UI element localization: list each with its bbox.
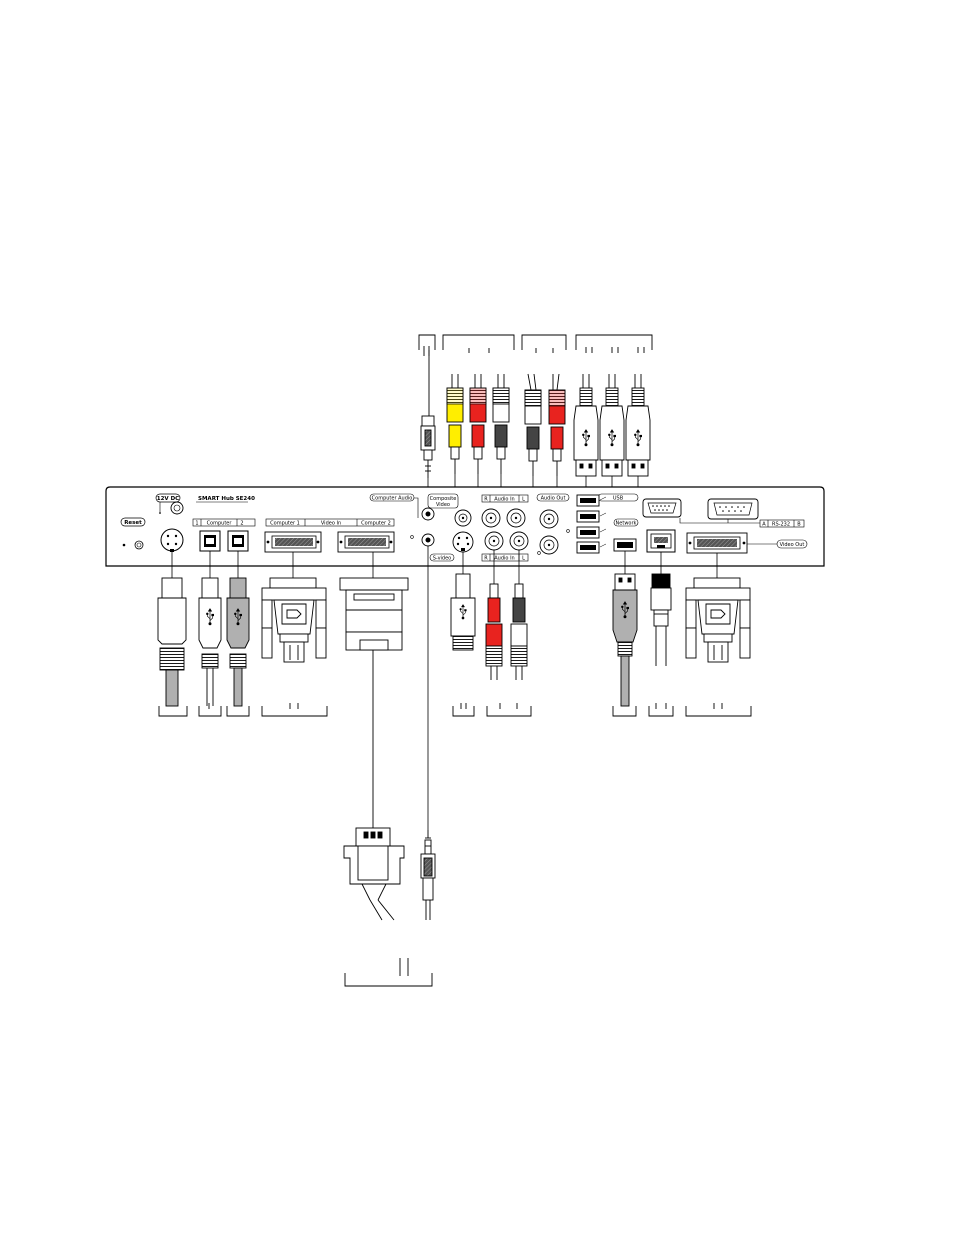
usb-b-plug-1 xyxy=(198,577,222,706)
s-video-plug xyxy=(450,573,476,651)
usb-a-plug-bottom xyxy=(612,573,638,707)
lower-bracket xyxy=(344,958,433,987)
usb-a-plug-1 xyxy=(573,387,599,477)
usb-a-plug-2 xyxy=(599,387,625,477)
dvi-plug-video-out xyxy=(685,577,751,663)
dvi-to-vga-adapter xyxy=(339,577,409,828)
top-brackets xyxy=(418,334,653,356)
svg-text:L: L xyxy=(522,556,525,562)
power-plug xyxy=(157,577,187,707)
reset-button[interactable] xyxy=(122,543,126,547)
rca-plug-yellow-top xyxy=(446,387,464,474)
computer-audio-label: Computer Audio xyxy=(372,496,413,502)
rca-plug-white-bottom xyxy=(510,583,528,680)
svg-text:R: R xyxy=(484,556,488,562)
rca-plug-white-audio-out xyxy=(524,389,542,476)
hub-back-panel: Reset 12V DC SMART Hub SE240 1 Computer … xyxy=(105,486,825,567)
power-label: 12V DC xyxy=(157,496,179,502)
rca-plug-white-top xyxy=(492,387,510,474)
reset-label-box xyxy=(120,517,146,527)
svg-text:R: R xyxy=(484,497,488,503)
power-port[interactable] xyxy=(160,528,184,552)
svg-text:Video In: Video In xyxy=(321,521,341,527)
usb-label: USB xyxy=(613,496,624,502)
reset-label: Reset xyxy=(124,520,142,526)
power-jack[interactable] xyxy=(170,501,184,515)
stereo-plug-top xyxy=(420,415,436,478)
top-cords xyxy=(428,350,642,416)
vga-plug xyxy=(343,827,405,921)
svg-text:2: 2 xyxy=(240,521,243,527)
svg-text:Computer: Computer xyxy=(207,521,233,527)
svg-text:L: L xyxy=(522,497,525,503)
stereo-plug-bottom xyxy=(420,830,436,920)
usb-b-plug-2 xyxy=(226,577,250,707)
bottom-connection-lines xyxy=(171,546,718,830)
svg-text:B: B xyxy=(797,522,801,528)
rca-plug-red-top xyxy=(469,387,487,474)
video-out-label: Video Out xyxy=(780,542,805,548)
bottom-brackets xyxy=(158,703,752,717)
rj45-plug xyxy=(650,573,672,666)
usb-a-plug-3 xyxy=(625,387,651,477)
reset-hole xyxy=(134,540,144,550)
svg-text:Composite: Composite xyxy=(430,496,457,502)
svg-text:Computer 2: Computer 2 xyxy=(361,521,391,527)
svg-text:Audio In: Audio In xyxy=(494,556,514,562)
audio-out-label: Audio Out xyxy=(541,496,566,502)
video-in-group: Computer 1 Video In Computer 2 xyxy=(264,518,395,553)
computer-usb-group: 1 Computer 2 xyxy=(192,518,256,552)
usb-ports: USB xyxy=(576,493,639,554)
svg-text:A: A xyxy=(762,522,766,528)
svg-text:Video: Video xyxy=(436,502,450,508)
rca-plugs-top xyxy=(446,387,566,476)
svg-text:RS-232: RS-232 xyxy=(772,522,790,528)
svg-text:Audio In: Audio In xyxy=(494,497,514,503)
svg-text:Computer 1: Computer 1 xyxy=(270,521,300,527)
network-label: Network xyxy=(616,521,637,527)
model-label: SMART Hub SE240 xyxy=(198,496,255,502)
dvi-plug-computer-1 xyxy=(261,577,327,663)
rca-plug-red-audio-out xyxy=(548,389,566,476)
svg-text:1: 1 xyxy=(195,521,198,527)
rca-plug-red-bottom xyxy=(485,583,503,680)
usb-a-plugs-top xyxy=(573,387,651,477)
s-video-label: S-video xyxy=(433,556,452,562)
